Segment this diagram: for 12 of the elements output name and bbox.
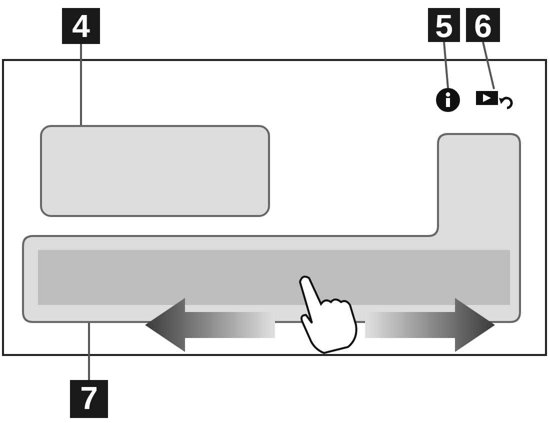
scroll-panel [22, 133, 521, 323]
leader-line [88, 323, 90, 380]
callout-number: 6 [466, 8, 500, 42]
leader-line [482, 42, 495, 90]
callout-number: 7 [70, 380, 108, 418]
callout-number: 5 [428, 8, 460, 42]
playback-return-icon [476, 89, 512, 111]
leader-line [80, 44, 82, 125]
display-area [40, 125, 270, 217]
info-icon [436, 88, 460, 112]
callout-number: 4 [62, 8, 100, 44]
leader-line [443, 42, 449, 88]
